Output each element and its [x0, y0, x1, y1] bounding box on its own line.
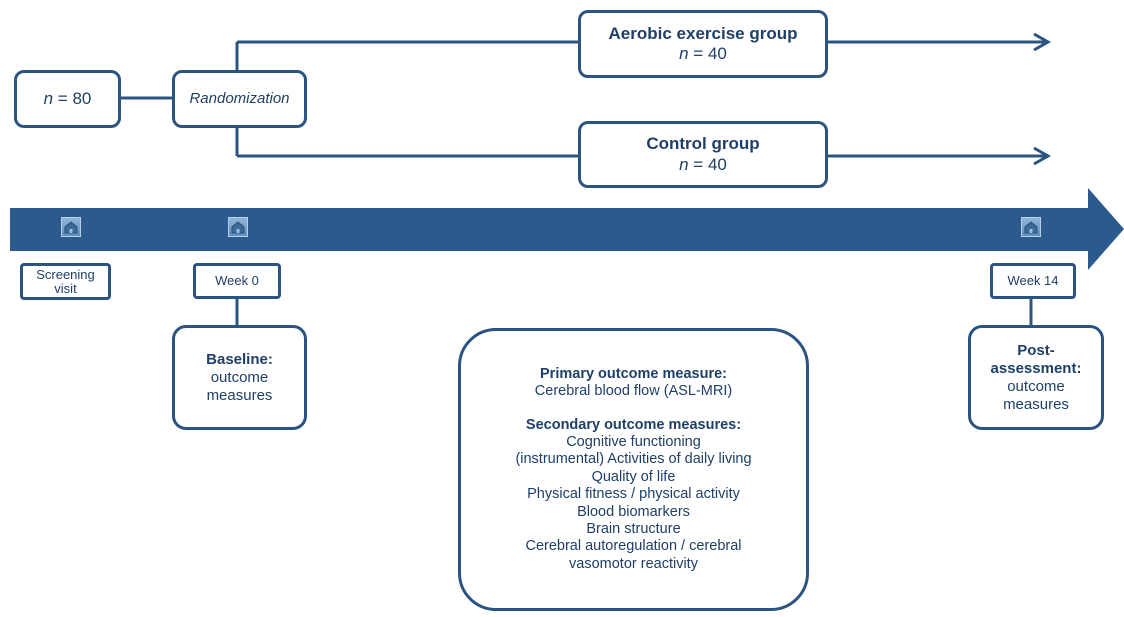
control-n-value: = 40	[688, 154, 727, 174]
timeline-arrow	[10, 188, 1124, 270]
primary-outcome-title: Primary outcome measure:	[540, 365, 727, 382]
baseline-title: Baseline:	[206, 350, 273, 368]
outcome-measures-box: Primary outcome measure: Cerebral blood …	[458, 328, 809, 611]
milestone-week-0: Week 0	[193, 263, 281, 299]
home-icon	[1021, 217, 1041, 237]
post-title-line2: assessment:	[990, 359, 1082, 377]
post-title-line1: Post-	[1017, 341, 1055, 359]
randomization-label: Randomization	[189, 90, 290, 107]
baseline-line1: outcome	[210, 368, 269, 386]
aerobic-n-value: = 40	[688, 44, 727, 63]
secondary-outcome-item: Blood biomarkers	[577, 503, 690, 520]
sample-n-value: = 80	[53, 88, 92, 108]
secondary-outcome-title: Secondary outcome measures:	[525, 416, 742, 433]
post-assessment-box: Post- assessment: outcome measures	[968, 325, 1104, 430]
control-n-symbol: n	[679, 154, 689, 174]
aerobic-group-title: Aerobic exercise group	[608, 23, 798, 43]
secondary-outcome-item: Quality of life	[591, 468, 676, 485]
secondary-outcome-item: vasomotor reactivity	[569, 555, 698, 572]
sample-size-box: n = 80	[14, 70, 121, 128]
aerobic-arrowhead	[1033, 32, 1052, 52]
milestone-label: Week 0	[215, 273, 259, 289]
home-icon	[61, 217, 81, 237]
secondary-outcome-item: (instrumental) Activities of daily livin…	[515, 451, 752, 468]
control-group-title: Control group	[646, 134, 760, 154]
milestone-label: Screening visit	[36, 266, 95, 296]
baseline-line2: measures	[206, 386, 273, 404]
control-group-box: Control group n = 40	[578, 121, 828, 188]
control-arrowhead	[1033, 146, 1052, 166]
primary-outcome-item: Cerebral blood flow (ASL-MRI)	[534, 383, 733, 400]
secondary-outcome-item: Brain structure	[586, 520, 681, 537]
post-line1: outcome	[1007, 377, 1065, 395]
home-icon	[228, 217, 248, 237]
secondary-outcome-item: Physical fitness / physical activity	[527, 486, 740, 503]
aerobic-n-symbol: n	[679, 44, 689, 63]
baseline-box: Baseline: outcome measures	[172, 325, 307, 430]
milestone-week-14: Week 14	[990, 263, 1076, 299]
secondary-outcome-item: Cerebral autoregulation / cerebral	[525, 538, 742, 555]
aerobic-group-box: Aerobic exercise group n = 40	[578, 10, 828, 78]
secondary-outcome-item: Cognitive functioning	[566, 434, 701, 451]
post-line2: measures	[1003, 395, 1069, 413]
randomization-box: Randomization	[172, 70, 307, 128]
milestone-label: Week 14	[1007, 273, 1059, 289]
milestone-screening-visit: Screening visit	[20, 263, 111, 300]
sample-n-symbol: n	[43, 88, 54, 108]
